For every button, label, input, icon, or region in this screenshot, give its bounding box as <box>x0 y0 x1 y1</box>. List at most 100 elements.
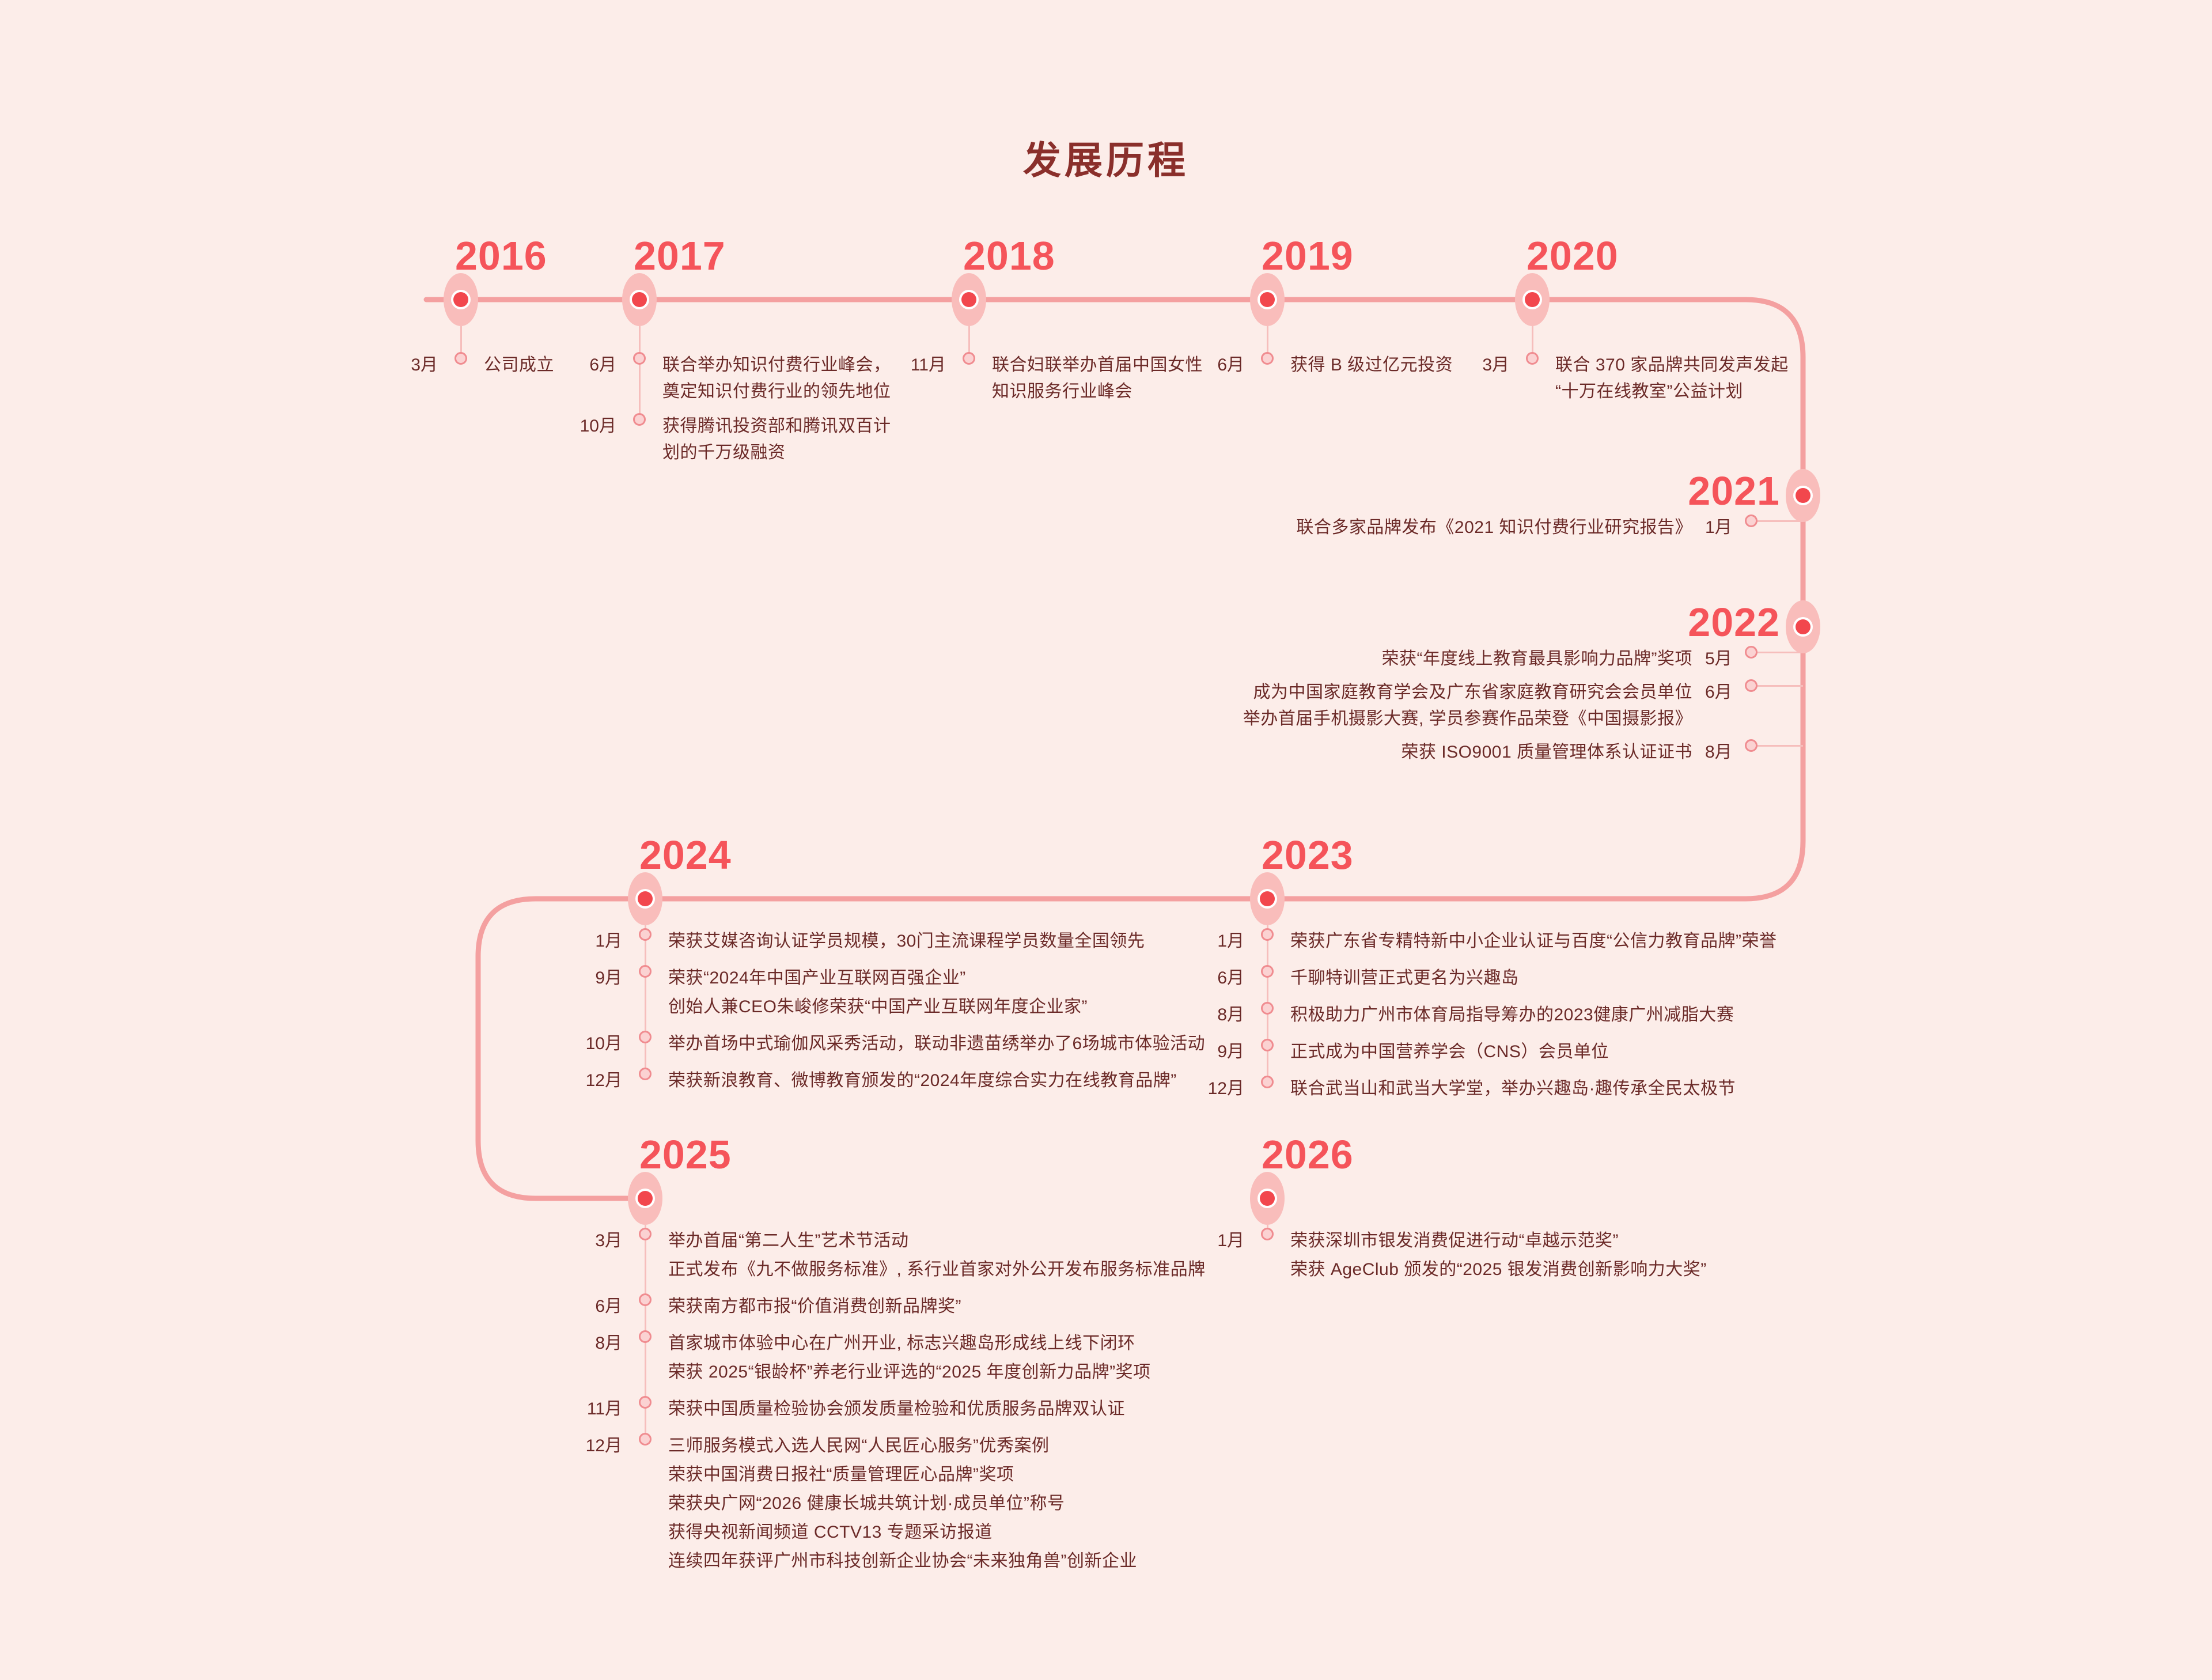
event-description: 举办首届手机摄影大赛, 学员参赛作品荣登《中国摄影报》 <box>1243 709 1692 728</box>
month-label: 1月 <box>1705 518 1732 537</box>
event-description: 荣获新浪教育、微博教育颁发的“2024年度综合实力在线教育品牌” <box>668 1071 1177 1090</box>
month-dot[interactable] <box>639 965 652 978</box>
month-label: 8月 <box>595 1334 622 1353</box>
year-label-2020: 2020 <box>1527 233 1619 278</box>
event-description: 积极助力广州市体育局指导筹办的2023健康广州减脂大赛 <box>1290 1005 1734 1024</box>
event-description: 荣获“年度线上教育最具影响力品牌”奖项 <box>1381 649 1692 668</box>
year-label-2016: 2016 <box>455 233 547 278</box>
month-dot[interactable] <box>633 352 646 365</box>
year-node-2026[interactable] <box>1250 1172 1285 1225</box>
event-description: 奠定知识付费行业的领先地位 <box>662 382 891 401</box>
month-label: 12月 <box>585 1436 622 1455</box>
month-dot[interactable] <box>1261 1002 1274 1015</box>
month-label: 1月 <box>595 932 622 951</box>
month-dot[interactable] <box>639 1068 652 1080</box>
year-label-2018: 2018 <box>963 233 1055 278</box>
event-description: 荣获中国质量检验协会颁发质量检验和优质服务品牌双认证 <box>668 1399 1125 1418</box>
node-core <box>1525 292 1540 307</box>
event-description: 联合妇联举办首届中国女性 <box>992 355 1203 374</box>
event-description: 知识服务行业峰会 <box>992 382 1132 401</box>
node-stem <box>1532 326 1533 358</box>
month-dot[interactable] <box>454 352 467 365</box>
event-description: 获得腾讯投资部和腾讯双百计 <box>662 417 891 436</box>
event-description: 获得 B 级过亿元投资 <box>1290 355 1453 374</box>
node-stem <box>968 326 970 358</box>
year-node-2024[interactable] <box>628 872 662 925</box>
month-dot[interactable] <box>1745 646 1758 659</box>
month-label: 6月 <box>1705 683 1732 702</box>
month-label: 11月 <box>910 355 946 374</box>
month-label: 10月 <box>579 417 616 436</box>
month-label: 10月 <box>585 1034 622 1053</box>
event-description: 创始人兼CEO朱峻修荣获“中国产业互联网年度企业家” <box>668 997 1088 1016</box>
event-description: 联合举办知识付费行业峰会， <box>662 355 891 374</box>
year-label-2024: 2024 <box>639 833 732 877</box>
event-description: 公司成立 <box>484 355 554 374</box>
node-stem <box>460 326 462 358</box>
year-node-2020[interactable] <box>1515 273 1550 326</box>
month-dot[interactable] <box>1745 739 1758 752</box>
month-label: 9月 <box>1217 1042 1244 1061</box>
year-node-2021[interactable] <box>1786 469 1820 522</box>
year-node-2019[interactable] <box>1250 273 1285 326</box>
node-core <box>1796 619 1810 634</box>
month-label: 11月 <box>586 1399 622 1418</box>
year-node-2025[interactable] <box>628 1172 662 1225</box>
event-description: 荣获广东省专精特新中小企业认证与百度“公信力教育品牌”荣誉 <box>1290 932 1777 951</box>
month-dot[interactable] <box>639 1396 652 1409</box>
month-label: 6月 <box>595 1297 622 1316</box>
event-description: 获得央视新闻频道 CCTV13 专题采访报道 <box>668 1523 993 1542</box>
month-label: 12月 <box>585 1071 622 1090</box>
node-core <box>961 292 976 307</box>
event-description: 举办首届“第二人生”艺术节活动 <box>668 1231 909 1250</box>
month-label: 6月 <box>1217 355 1244 374</box>
month-dot[interactable] <box>1261 1076 1274 1088</box>
event-description: 联合武当山和武当大学堂，举办兴趣岛·趣传承全民太极节 <box>1290 1079 1736 1098</box>
year-node-2022[interactable] <box>1786 600 1820 653</box>
month-label: 8月 <box>1705 743 1732 762</box>
year-node-2017[interactable] <box>622 273 657 326</box>
month-dot[interactable] <box>633 413 646 426</box>
month-dot[interactable] <box>639 1330 652 1343</box>
month-connector <box>1757 745 1803 747</box>
year-node-2018[interactable] <box>952 273 986 326</box>
month-dot[interactable] <box>963 352 975 365</box>
node-core <box>1796 488 1810 503</box>
month-dot[interactable] <box>1261 965 1274 978</box>
event-description: 荣获“2024年中国产业互联网百强企业” <box>668 968 966 987</box>
year-label-2019: 2019 <box>1262 233 1354 278</box>
event-description: 荣获艾媒咨询认证学员规模，30门主流课程学员数量全国领先 <box>668 932 1145 951</box>
month-dot[interactable] <box>1745 514 1758 527</box>
event-description: 正式成为中国营养学会（CNS）会员单位 <box>1290 1042 1609 1061</box>
month-dot[interactable] <box>1745 679 1758 692</box>
event-description: 荣获中国消费日报社“质量管理匠心品牌”奖项 <box>668 1465 1014 1484</box>
month-dot[interactable] <box>1261 352 1274 365</box>
month-dot[interactable] <box>1261 1228 1274 1240</box>
year-label-2025: 2025 <box>639 1132 732 1177</box>
event-description: 连续四年获评广州市科技创新企业协会“未来独角兽”创新企业 <box>668 1552 1137 1571</box>
year-node-2016[interactable] <box>444 273 478 326</box>
node-core <box>453 292 468 307</box>
event-description: 三师服务模式入选人民网“人民匠心服务”优秀案例 <box>668 1436 1050 1455</box>
node-core <box>1260 891 1275 906</box>
month-dot[interactable] <box>639 1228 652 1240</box>
month-dot[interactable] <box>639 1293 652 1306</box>
month-label: 1月 <box>1217 932 1244 951</box>
month-label: 6月 <box>1217 968 1244 987</box>
event-description: 荣获深圳市银发消费促进行动“卓越示范奖” <box>1290 1231 1619 1250</box>
month-dot[interactable] <box>639 1433 652 1446</box>
year-node-2023[interactable] <box>1250 872 1285 925</box>
month-dot[interactable] <box>1261 1039 1274 1051</box>
node-core <box>1260 1191 1275 1206</box>
node-core <box>638 1191 653 1206</box>
month-dot[interactable] <box>639 1031 652 1043</box>
month-dot[interactable] <box>1526 352 1539 365</box>
event-description: 荣获 2025“银龄杯”养老行业评选的“2025 年度创新力品牌”奖项 <box>668 1363 1151 1382</box>
month-dot[interactable] <box>1261 928 1274 941</box>
event-description: “十万在线教室”公益计划 <box>1555 382 1743 401</box>
event-description: 成为中国家庭教育学会及广东省家庭教育研究会会员单位 <box>1253 683 1692 702</box>
month-dot[interactable] <box>639 928 652 941</box>
